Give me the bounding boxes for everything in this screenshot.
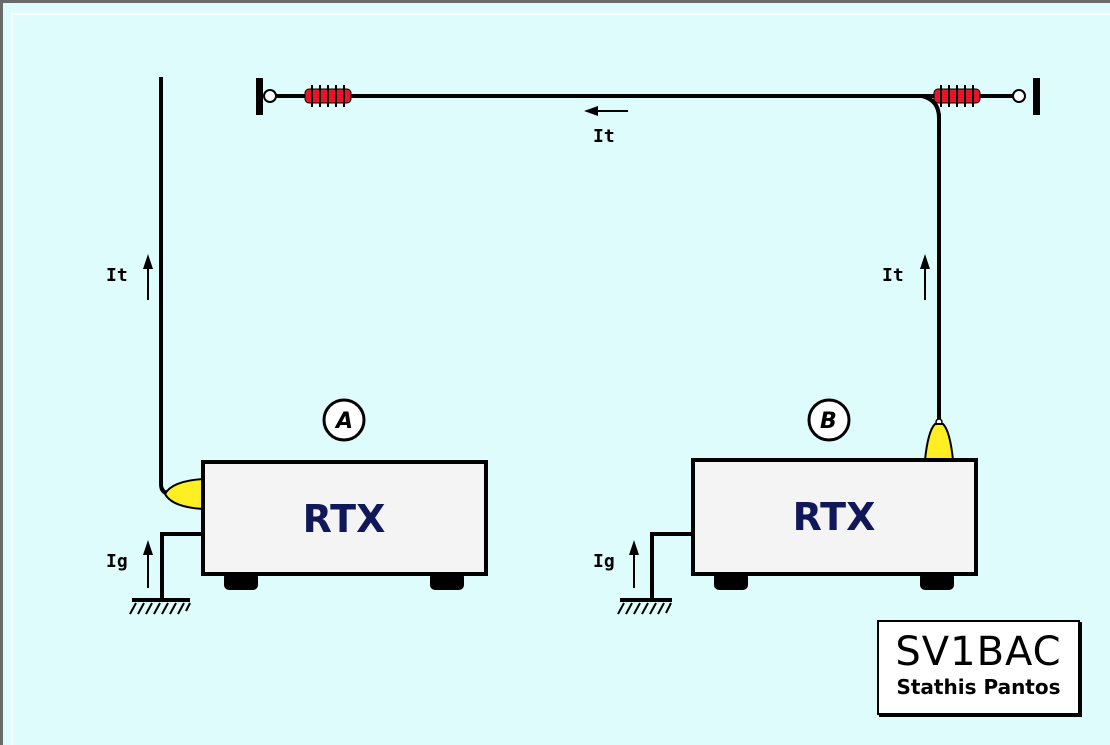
left-anchor-ring bbox=[263, 89, 277, 103]
ground-wire-a bbox=[160, 532, 203, 600]
left-current-label: It bbox=[106, 265, 128, 286]
ground-hatch-a bbox=[129, 602, 191, 615]
top-wire-assembly: It bbox=[256, 78, 1040, 147]
author-name: Stathis Pantos bbox=[896, 675, 1061, 699]
ground-current-label-a: Ig bbox=[106, 551, 128, 572]
ground-current-label-b: Ig bbox=[593, 551, 615, 572]
left-vertical-wire: It bbox=[106, 77, 173, 496]
right-anchor-ring bbox=[1012, 89, 1026, 103]
author-credit-box: SV1BAC Stathis Pantos bbox=[877, 620, 1080, 715]
rtx-b-foot-left bbox=[714, 572, 748, 590]
circle-b-label: B bbox=[820, 409, 837, 434]
circle-b bbox=[807, 398, 851, 442]
rtx-a-body bbox=[201, 460, 488, 576]
right-anchor-post bbox=[1033, 78, 1040, 115]
rtx-b-label: RTX bbox=[793, 495, 876, 539]
left-current-arrow bbox=[143, 254, 153, 300]
top-current-arrow bbox=[584, 106, 628, 116]
rtx-b-foot-right bbox=[920, 572, 954, 590]
right-insulator bbox=[933, 85, 981, 107]
right-current-label: It bbox=[882, 265, 904, 286]
ground-wire-b bbox=[650, 532, 693, 600]
circle-a-label: A bbox=[334, 409, 353, 434]
circle-a bbox=[322, 398, 366, 442]
left-insulator bbox=[304, 85, 352, 107]
right-current-arrow bbox=[920, 254, 930, 300]
radio-a: A RTX Ig bbox=[106, 398, 488, 615]
left-connector bbox=[163, 477, 204, 511]
left-anchor-post bbox=[256, 78, 263, 115]
top-current-label: It bbox=[593, 126, 615, 147]
rtx-a-foot-right bbox=[430, 572, 464, 590]
ground-current-arrow-b bbox=[629, 540, 639, 588]
radio-b: B RTX Ig bbox=[593, 398, 978, 615]
ground-hatch-b bbox=[617, 602, 672, 615]
rtx-a-foot-left bbox=[224, 572, 258, 590]
rtx-a-label: RTX bbox=[303, 497, 386, 541]
right-connector bbox=[923, 423, 955, 461]
callsign: SV1BAC bbox=[895, 629, 1062, 675]
rtx-b-body bbox=[691, 458, 978, 576]
ground-current-arrow-a bbox=[143, 540, 153, 588]
right-down-lead: It bbox=[882, 94, 943, 426]
